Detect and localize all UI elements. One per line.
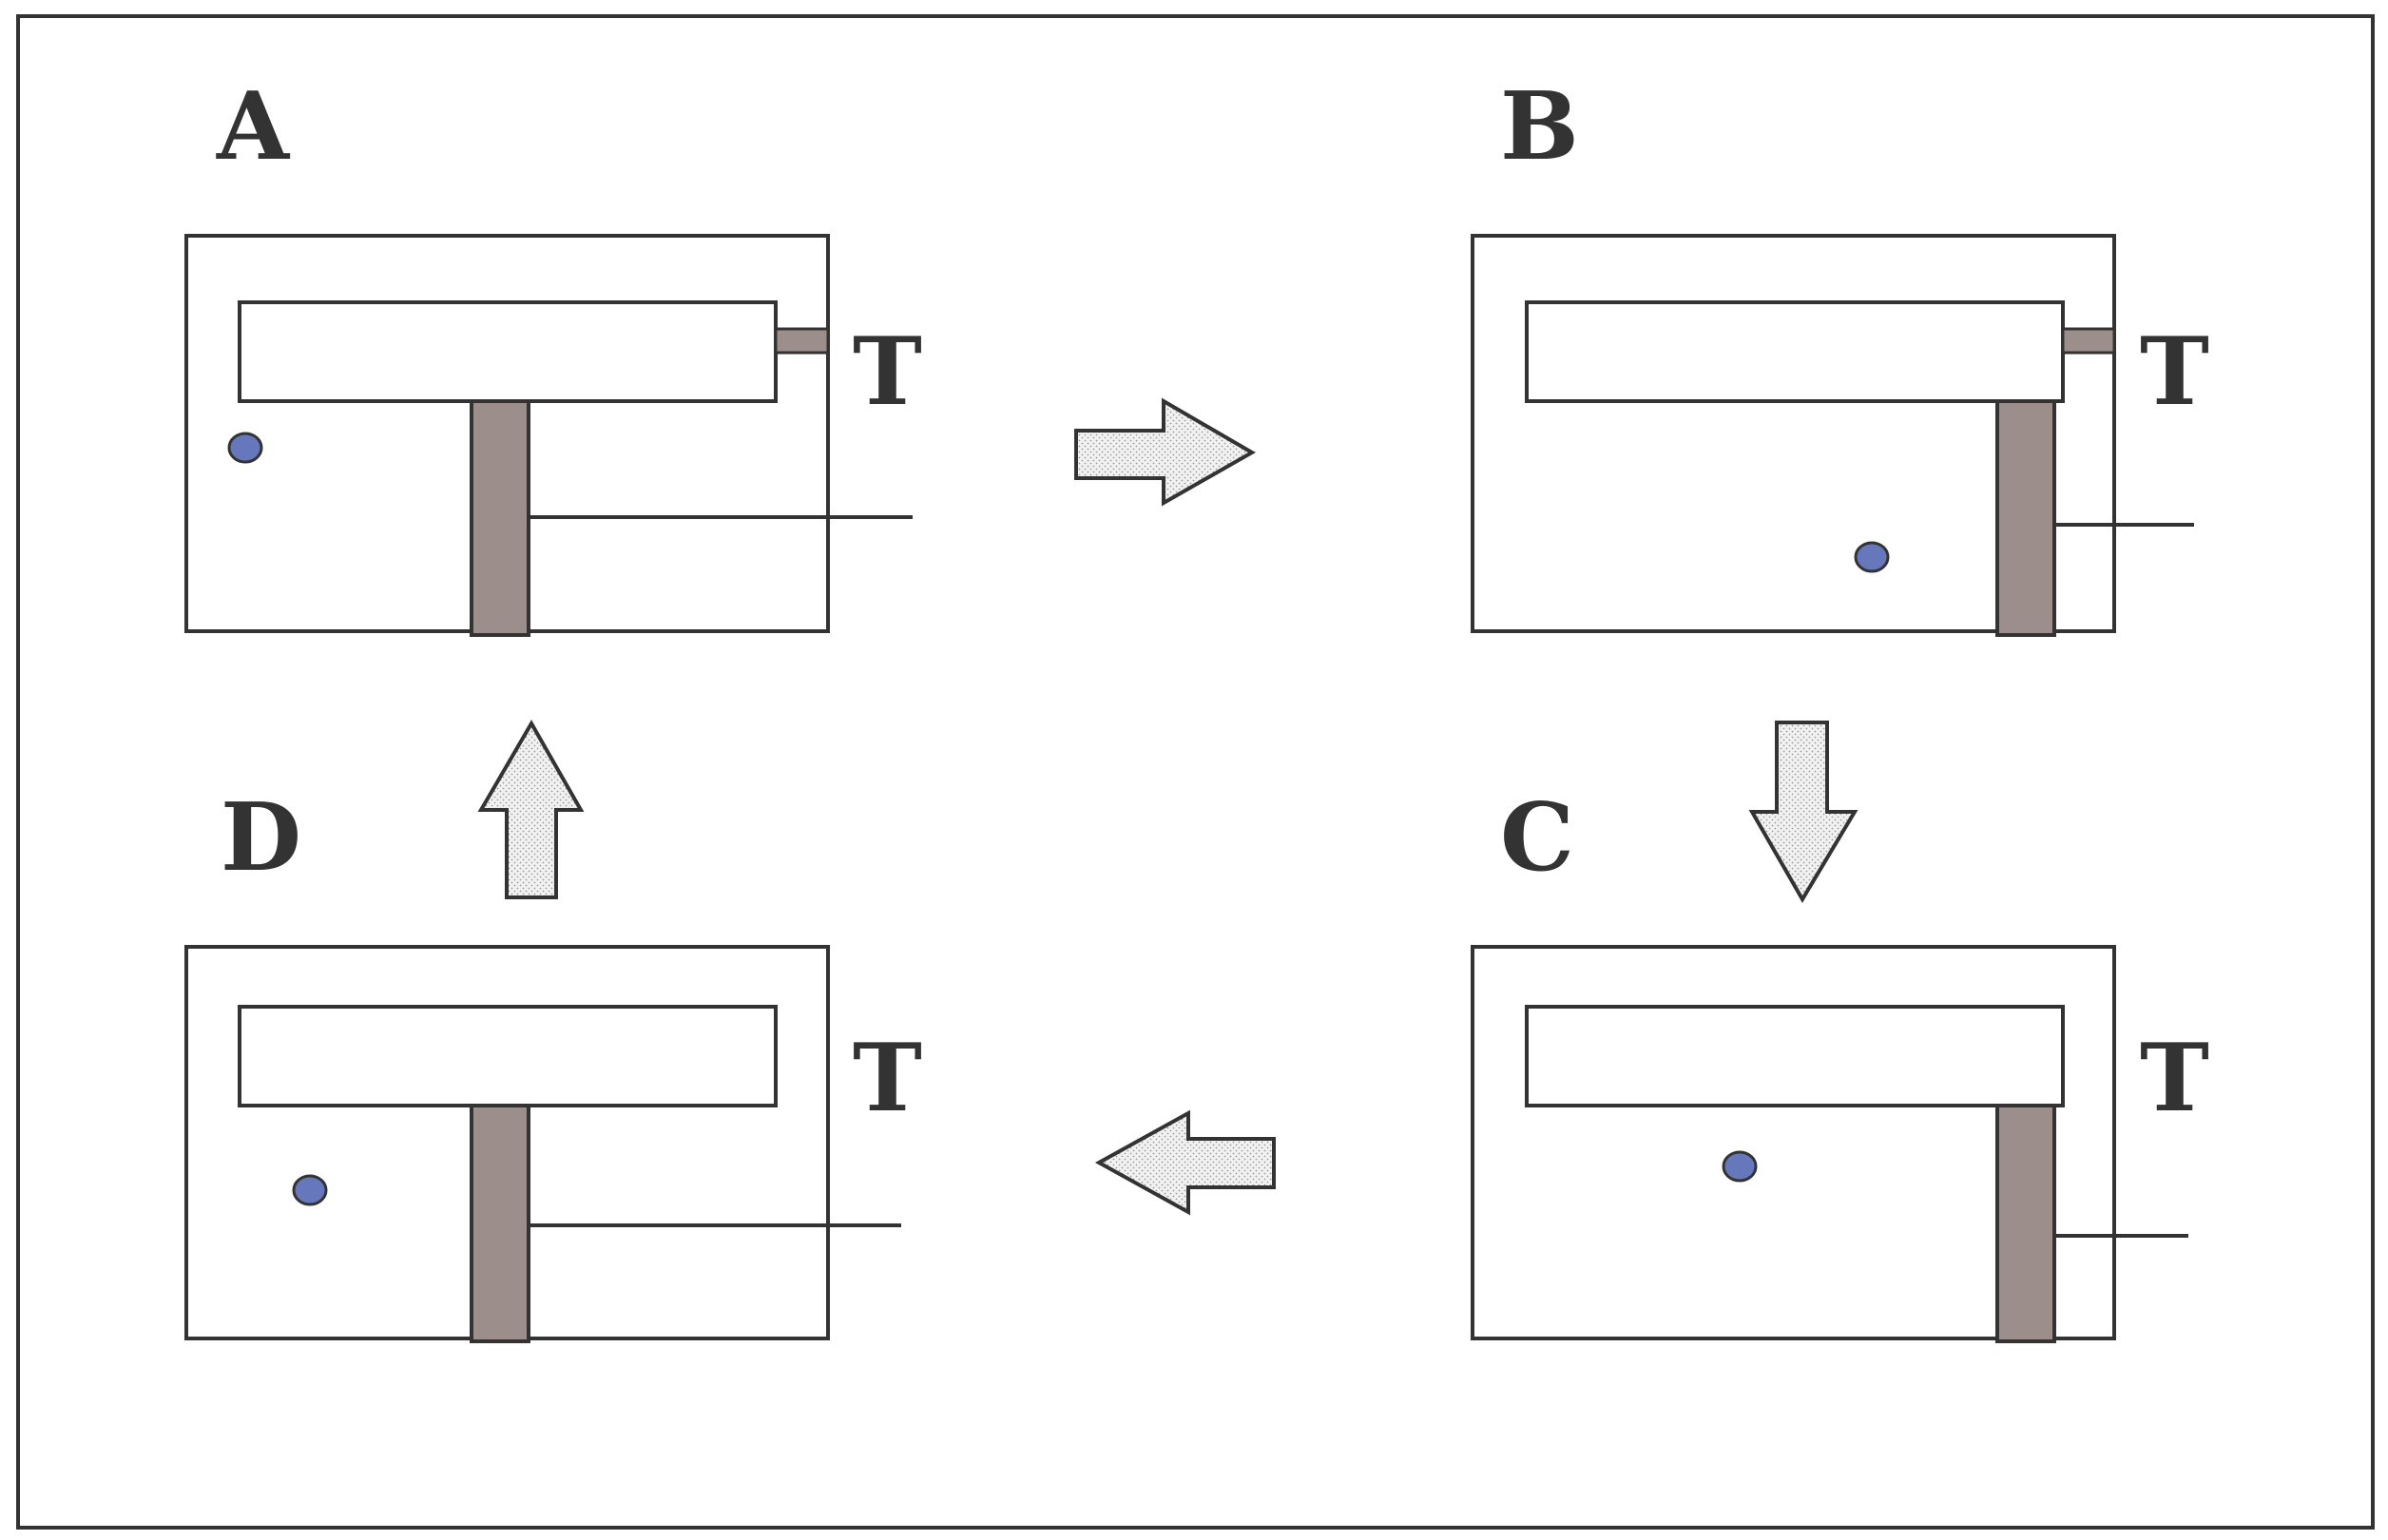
panel-b: B T xyxy=(1471,72,2209,637)
particle-dot-icon xyxy=(227,432,263,464)
block-arrow-icon xyxy=(1748,721,1858,903)
crossbar xyxy=(238,300,778,403)
piston-bar xyxy=(470,1104,530,1343)
panel-a: A T xyxy=(184,72,922,637)
block-arrow-icon xyxy=(477,719,585,899)
t-label-b: T xyxy=(2140,318,2209,427)
block-arrow-icon xyxy=(1094,1109,1276,1216)
piston-bar xyxy=(470,399,530,637)
panel-label-b: B xyxy=(1500,72,1579,182)
t-label-a: T xyxy=(853,318,922,427)
connector-stub xyxy=(774,327,830,355)
t-label-d: T xyxy=(853,1024,922,1133)
panel-label-c: C xyxy=(1500,783,1574,893)
connector-stub xyxy=(2061,327,2116,355)
particle-dot-icon xyxy=(1854,541,1890,573)
panel-label-d: D xyxy=(221,783,301,893)
panel-c: C T xyxy=(1471,783,2209,1343)
crossbar xyxy=(1525,300,2065,403)
particle-dot-icon xyxy=(292,1174,328,1206)
panel-label-a: A xyxy=(216,72,291,182)
block-arrow-icon xyxy=(1074,397,1257,507)
piston-bar xyxy=(1995,399,2056,637)
crossbar xyxy=(238,1005,778,1107)
t-label-c: T xyxy=(2140,1024,2209,1133)
piston-bar xyxy=(1995,1104,2056,1343)
crossbar xyxy=(1525,1005,2065,1107)
particle-dot-icon xyxy=(1722,1150,1758,1183)
panel-d: D T xyxy=(184,783,922,1343)
